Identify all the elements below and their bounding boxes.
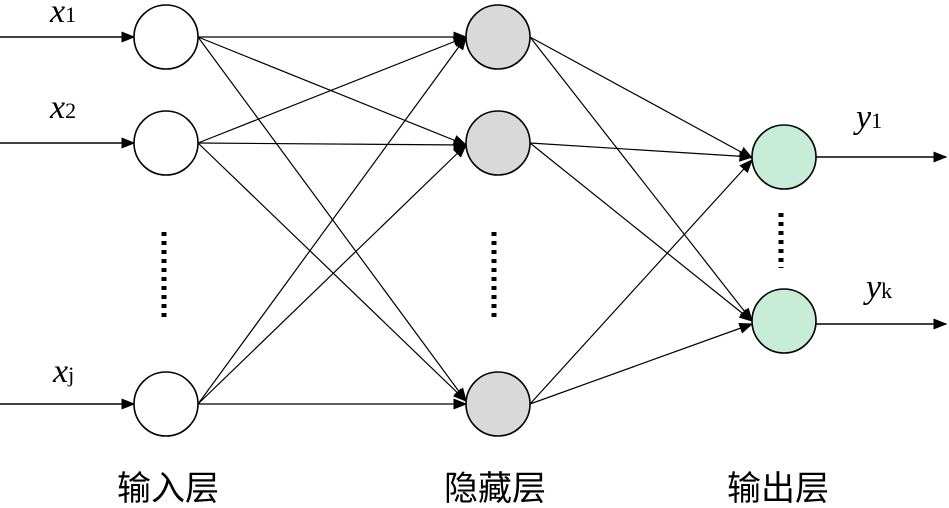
input-node-2 — [133, 110, 199, 176]
edge-h3-o2 — [529, 323, 754, 405]
input-node-j — [133, 371, 199, 437]
output-node-k — [751, 288, 817, 354]
output-node-1 — [751, 124, 817, 190]
input-label-j: xj — [52, 353, 74, 390]
output-label-k: yk — [863, 269, 892, 306]
edge-in3-h2 — [197, 144, 468, 405]
edge-in1-h2 — [197, 36, 468, 146]
edges-input-to-hidden — [197, 31, 468, 410]
edge-h2-o1 — [529, 142, 754, 162]
edge-in2-h1 — [197, 36, 468, 144]
hidden-node-2 — [465, 110, 531, 176]
edge-h1-o2 — [529, 36, 753, 323]
edge-in2-h2 — [197, 139, 468, 151]
input-layer-title: 输入层 — [117, 469, 219, 508]
output-layer-nodes — [751, 124, 817, 354]
edge-h3-o1 — [529, 158, 753, 405]
edge-in1-h3 — [197, 36, 467, 403]
hidden-layer-title: 隐藏层 — [444, 469, 546, 508]
input-arrows — [0, 31, 136, 410]
input-label-1: x1 — [49, 0, 76, 30]
edge-h2-o2 — [529, 142, 754, 322]
hidden-node-n — [465, 371, 531, 437]
output-layer-title: 输出层 — [727, 469, 829, 508]
input-label-2: x2 — [49, 89, 76, 126]
output-label-1: y1 — [853, 99, 882, 136]
hidden-node-1 — [465, 4, 531, 70]
edges-hidden-to-output — [529, 36, 754, 405]
input-node-1 — [133, 4, 199, 70]
hidden-layer-nodes — [465, 4, 531, 437]
output-arrows — [816, 151, 948, 330]
edge-in2-h3 — [197, 142, 468, 402]
edge-in3-h1 — [197, 35, 467, 405]
input-layer-nodes — [133, 4, 199, 437]
edge-h1-o1 — [529, 36, 754, 159]
